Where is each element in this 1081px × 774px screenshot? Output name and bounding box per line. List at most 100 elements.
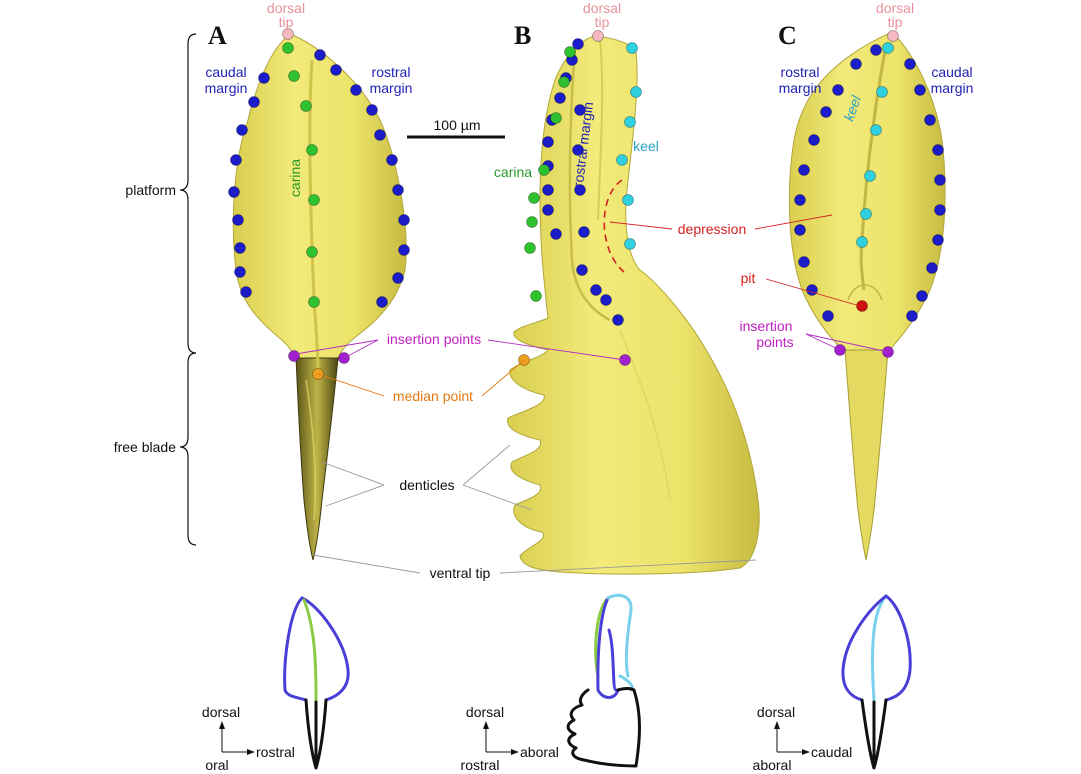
orientation-a-up: dorsal bbox=[202, 704, 240, 720]
orientation-a-origin: oral bbox=[205, 757, 228, 773]
free-blade-label: free blade bbox=[114, 439, 176, 455]
keel-landmark-c-6 bbox=[856, 236, 868, 248]
panel-b-element bbox=[507, 35, 760, 575]
keel-landmark-c-5 bbox=[860, 208, 872, 220]
caudal-margin-label-c: caudal margin bbox=[931, 64, 974, 96]
caudal-margin-a-line2: margin bbox=[205, 80, 248, 96]
keel-landmark-c-3 bbox=[870, 124, 882, 136]
rostral-margin-a-line2: margin bbox=[370, 80, 413, 96]
margin-landmark-a-15 bbox=[230, 154, 242, 166]
carina-landmark-b-3 bbox=[550, 112, 562, 124]
scale-bar-label: 100 µm bbox=[434, 117, 481, 133]
panel-letter-a: A bbox=[208, 21, 227, 50]
insertion-points-c-line2: points bbox=[756, 334, 793, 350]
caudal-margin-a-line1: caudal bbox=[205, 64, 246, 80]
margin-landmark-a-14 bbox=[236, 124, 248, 136]
margin-landmark-a-6 bbox=[386, 154, 398, 166]
margin-landmark-c-2 bbox=[850, 58, 862, 70]
carina-landmark-b-1 bbox=[564, 46, 576, 58]
insertion-points-c-line1: insertion bbox=[740, 318, 793, 334]
margin-landmark-a-9 bbox=[398, 244, 410, 256]
carina-landmark-a-3 bbox=[300, 100, 312, 112]
margin-landmark-c-20 bbox=[916, 290, 928, 302]
dorsal-tip-a-line1: dorsal bbox=[267, 0, 305, 16]
carina-landmark-b-4 bbox=[538, 164, 550, 176]
keel-landmark-c-1 bbox=[882, 42, 894, 54]
keel-landmark-b-4 bbox=[616, 154, 628, 166]
margin-landmark-b-9 bbox=[542, 204, 554, 216]
panel-c-blade bbox=[844, 349, 889, 561]
margin-landmark-a-3 bbox=[350, 84, 362, 96]
dorsal-tip-label-c: dorsal tip bbox=[876, 0, 914, 30]
dorsal-tip-b-line2: tip bbox=[595, 14, 610, 30]
keel-label-b: keel bbox=[633, 138, 659, 154]
carina-landmark-a-1 bbox=[282, 42, 294, 54]
orientation-b-origin: rostral bbox=[461, 757, 500, 773]
platform-label: platform bbox=[125, 182, 176, 198]
margin-landmark-a-4 bbox=[366, 104, 378, 116]
margin-landmark-b-16 bbox=[572, 144, 584, 156]
carina-landmark-a-7 bbox=[308, 296, 320, 308]
platform-bracket: platform bbox=[125, 33, 197, 354]
rostral-margin-label-c: rostral margin bbox=[779, 64, 822, 96]
outline-b bbox=[566, 593, 641, 768]
orientation-a-right: rostral bbox=[256, 744, 295, 760]
insertion-points-label-ab: insertion points bbox=[387, 331, 481, 347]
dorsal-tip-c-line1: dorsal bbox=[876, 0, 914, 16]
margin-landmark-a-10 bbox=[392, 272, 404, 284]
margin-landmark-b-18 bbox=[578, 226, 590, 238]
dorsal-tip-label-b: dorsal tip bbox=[583, 0, 621, 30]
margin-landmark-a-11 bbox=[376, 296, 388, 308]
rostral-margin-c-line2: margin bbox=[779, 80, 822, 96]
carina-landmark-a-5 bbox=[308, 194, 320, 206]
margin-landmark-b-13 bbox=[600, 294, 612, 306]
carina-landmark-b-5 bbox=[528, 192, 540, 204]
margin-landmark-c-12 bbox=[904, 58, 916, 70]
margin-landmark-a-2 bbox=[330, 64, 342, 76]
orientation-b-right: aboral bbox=[520, 744, 559, 760]
orientation-b-up: dorsal bbox=[466, 704, 504, 720]
dorsal-tip-c-1 bbox=[887, 30, 899, 42]
margin-landmark-b-4 bbox=[554, 92, 566, 104]
margin-landmark-a-12 bbox=[258, 72, 270, 84]
margin-landmark-c-16 bbox=[934, 174, 946, 186]
margin-landmark-c-18 bbox=[932, 234, 944, 246]
depression-outline bbox=[603, 179, 625, 273]
keel-landmark-b-6 bbox=[624, 238, 636, 250]
caudal-margin-c-line2: margin bbox=[931, 80, 974, 96]
free-blade-bracket: free blade bbox=[114, 352, 197, 546]
margin-landmark-b-15 bbox=[574, 104, 586, 116]
margin-landmark-b-1 bbox=[572, 38, 584, 50]
panel-letter-c: C bbox=[778, 21, 797, 50]
margin-landmark-b-8 bbox=[542, 184, 554, 196]
carina-landmark-b-6 bbox=[526, 216, 538, 228]
carina-landmark-b-8 bbox=[530, 290, 542, 302]
carina-label-a: carina bbox=[287, 159, 303, 197]
margin-landmark-a-5 bbox=[374, 129, 386, 141]
carina-landmark-a-4 bbox=[306, 144, 318, 156]
margin-landmark-b-12 bbox=[590, 284, 602, 296]
margin-landmark-a-8 bbox=[398, 214, 410, 226]
keel-landmark-b-1 bbox=[626, 42, 638, 54]
panel-a-blade bbox=[295, 357, 339, 561]
orientation-c-right: caudal bbox=[811, 744, 852, 760]
panel-b-platform-blade bbox=[507, 35, 760, 575]
pit-label: pit bbox=[741, 270, 756, 286]
scale-bar: 100 µm bbox=[407, 117, 505, 139]
margin-landmark-a-1 bbox=[314, 49, 326, 61]
insertion-point-a-1 bbox=[288, 350, 300, 362]
margin-landmark-c-5 bbox=[808, 134, 820, 146]
margin-landmark-c-3 bbox=[832, 84, 844, 96]
caudal-margin-c-line1: caudal bbox=[931, 64, 972, 80]
median-point-label: median point bbox=[393, 388, 473, 404]
rostral-margin-a-line1: rostral bbox=[372, 64, 411, 80]
carina-label-b: carina bbox=[494, 164, 532, 180]
orientation-c: dorsal caudal aboral bbox=[753, 704, 853, 773]
panel-a-landmarks bbox=[228, 28, 410, 380]
dorsal-tip-b-line1: dorsal bbox=[583, 0, 621, 16]
panel-b-landmarks bbox=[518, 30, 642, 366]
margin-landmark-c-7 bbox=[794, 194, 806, 206]
dorsal-tip-a-line2: tip bbox=[279, 14, 294, 30]
keel-landmark-b-3 bbox=[624, 116, 636, 128]
